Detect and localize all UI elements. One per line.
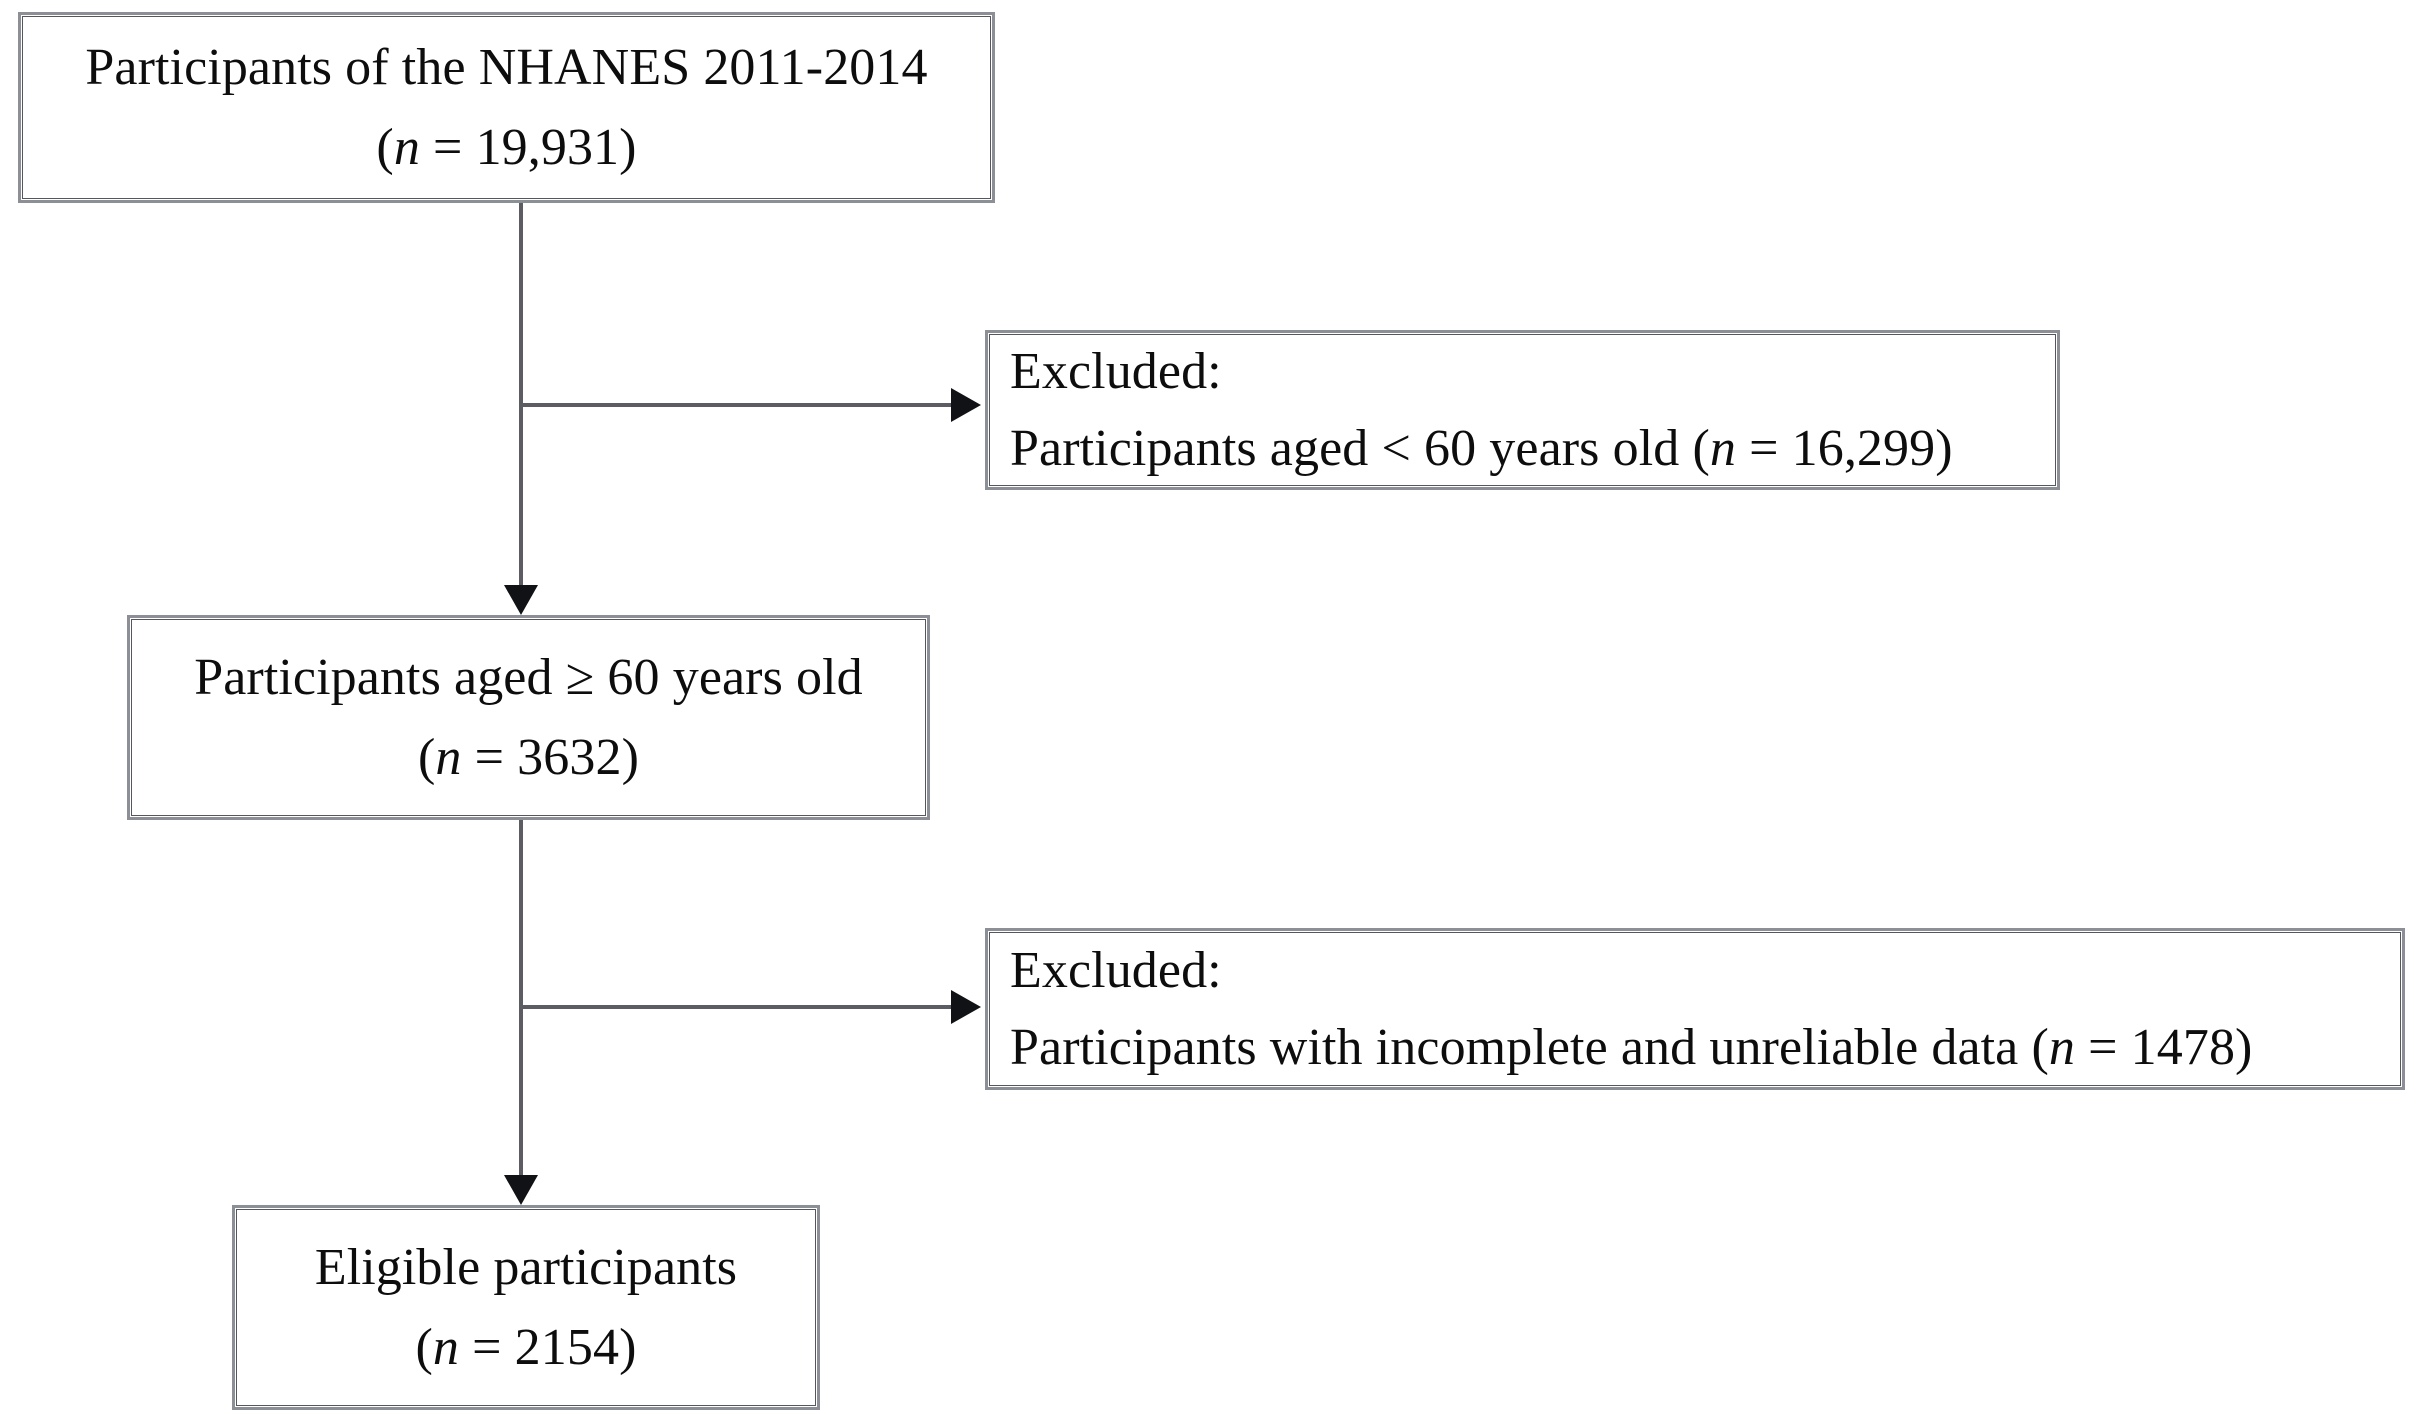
count-value: 3632	[517, 728, 622, 786]
node-eligible-participants-count: (n = 2154)	[416, 1316, 637, 1379]
node-excluded-age: Excluded: Participants aged < 60 years o…	[985, 330, 2060, 490]
n-symbol: n	[1709, 420, 1736, 477]
node-excluded-data-detail: Participants with incomplete and unrelia…	[1010, 1016, 2252, 1079]
paren-close: )	[619, 118, 637, 176]
connector-aged60-to-eligible-vertical	[519, 820, 523, 1175]
count-value: 19,931	[475, 118, 620, 176]
arrowhead-aged60	[504, 585, 538, 615]
paren-open: (	[415, 1318, 433, 1376]
node-excluded-age-detail: Participants aged < 60 years old (n = 16…	[1010, 417, 1953, 480]
node-excluded-data-label: Excluded:	[1010, 941, 1222, 999]
paren-close: )	[2235, 1019, 2253, 1076]
node-source-population: Participants of the NHANES 2011-2014 (n …	[18, 12, 995, 203]
arrowhead-excluded-data	[951, 990, 981, 1024]
n-symbol: n	[435, 728, 462, 786]
paren-close: )	[1935, 420, 1953, 477]
connector-branch-excluded-age	[519, 403, 955, 407]
node-eligible-participants: Eligible participants (n = 2154)	[232, 1205, 820, 1410]
count-value: 2154	[514, 1318, 620, 1376]
excluded-age-text: Participants aged < 60 years old (	[1010, 420, 1710, 477]
node-eligible-participants-line1: Eligible participants	[314, 1239, 738, 1297]
node-source-population-line1: Participants of the NHANES 2011-2014	[85, 39, 928, 97]
node-excluded-data: Excluded: Participants with incomplete a…	[985, 928, 2405, 1090]
excluded-data-text: Participants with incomplete and unrelia…	[1010, 1019, 2049, 1076]
paren-open: (	[418, 728, 436, 786]
arrowhead-eligible	[504, 1175, 538, 1205]
equals-sign: =	[2075, 1019, 2131, 1076]
count-value: 1478	[2130, 1019, 2236, 1076]
paren-close: )	[621, 728, 639, 786]
node-source-population-count: (n = 19,931)	[376, 116, 636, 179]
node-aged-60-plus-count: (n = 3632)	[418, 726, 639, 789]
node-aged-60-plus-line1: Participants aged ≥ 60 years old	[194, 649, 863, 707]
equals-sign: =	[459, 1318, 515, 1376]
equals-sign: =	[1735, 420, 1792, 477]
paren-close: )	[619, 1318, 637, 1376]
paren-open: (	[376, 118, 394, 176]
equals-sign: =	[461, 728, 518, 786]
n-symbol: n	[393, 118, 420, 176]
arrowhead-excluded-age	[951, 388, 981, 422]
n-symbol: n	[432, 1318, 460, 1376]
node-aged-60-plus: Participants aged ≥ 60 years old (n = 36…	[127, 615, 930, 820]
equals-sign: =	[419, 118, 476, 176]
n-symbol: n	[2048, 1019, 2075, 1076]
count-value: 16,299	[1791, 420, 1936, 477]
connector-source-to-aged60-vertical	[519, 203, 523, 585]
node-excluded-age-label: Excluded:	[1010, 342, 1222, 400]
connector-branch-excluded-data	[519, 1005, 955, 1009]
